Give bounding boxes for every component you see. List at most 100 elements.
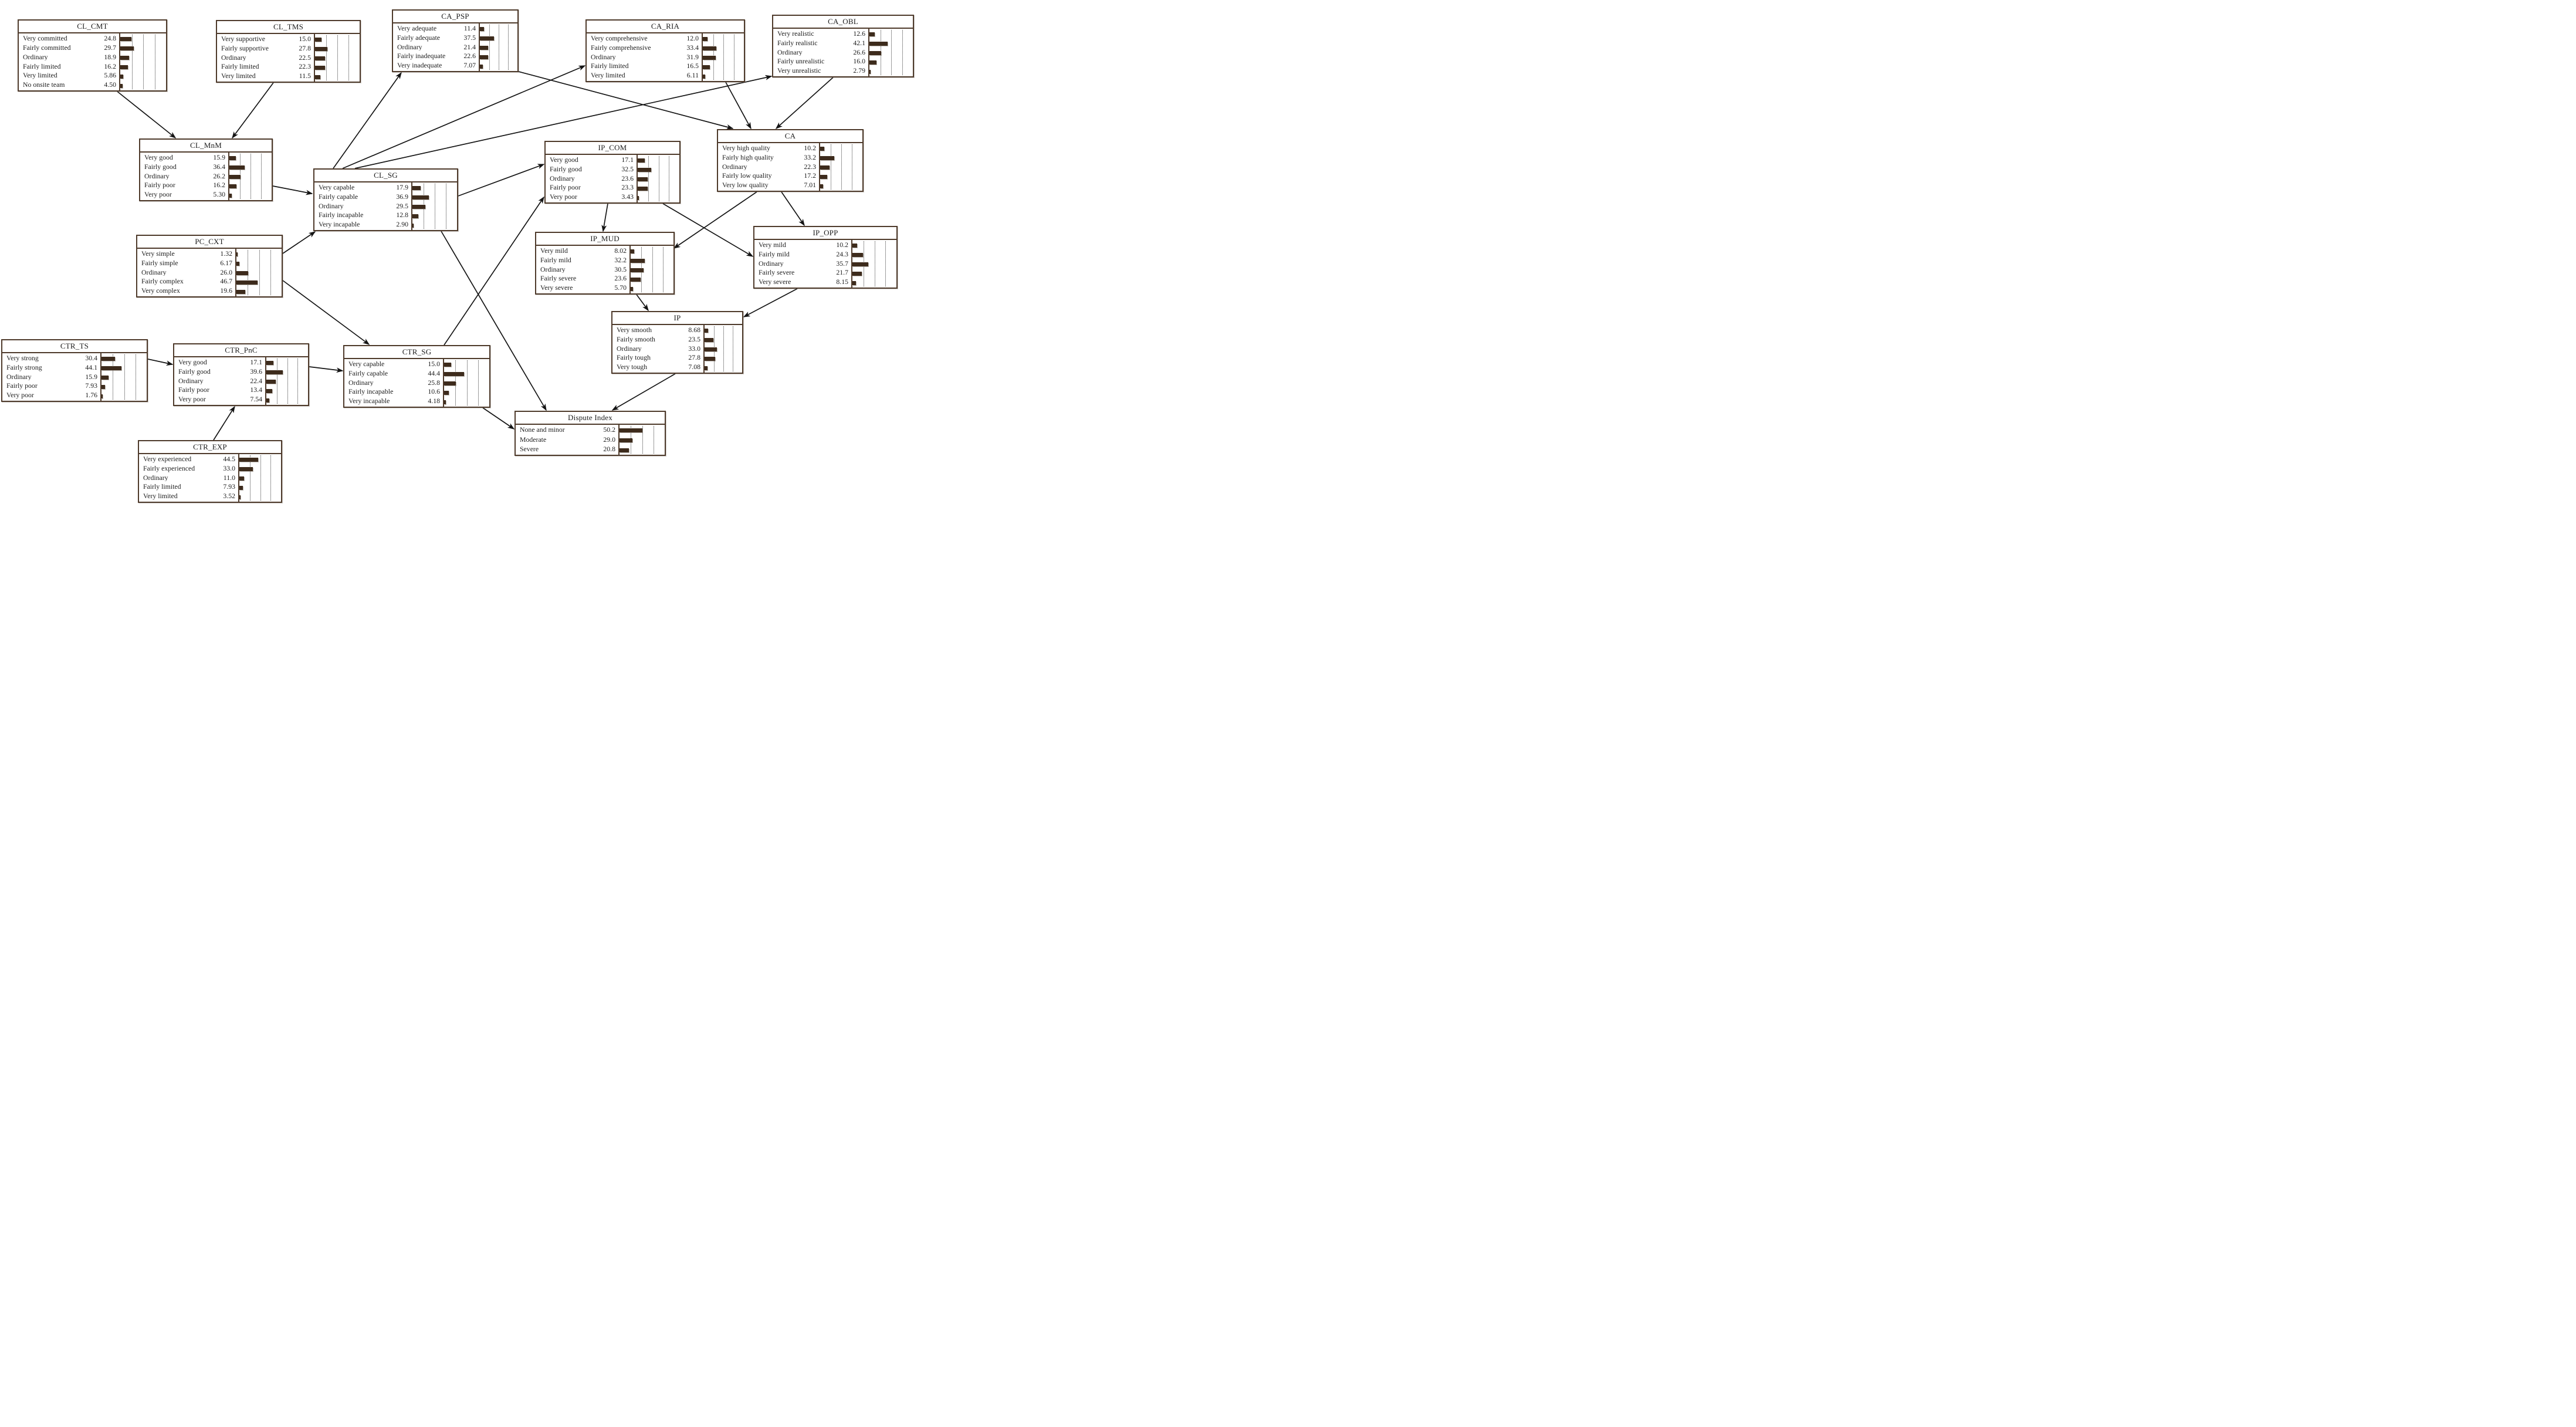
probability-bar-panel — [100, 353, 147, 401]
state-value: 12.6 — [853, 29, 865, 38]
state-value: 16.0 — [853, 57, 865, 66]
probability-bar — [120, 75, 123, 79]
state-value: 16.5 — [686, 62, 699, 70]
state-value: 37.5 — [463, 33, 476, 42]
probability-bar — [820, 147, 825, 151]
state-value: 17.1 — [621, 155, 634, 164]
probability-bar — [638, 158, 645, 163]
bar-gridline-25 — [326, 35, 327, 80]
state-label: Very comprehensive — [591, 35, 648, 42]
state-value: 36.4 — [213, 162, 225, 171]
state-label: Very supportive — [221, 36, 266, 43]
state-value: 15.9 — [85, 372, 97, 381]
probability-bar — [236, 252, 238, 256]
state-value: 17.2 — [804, 171, 816, 180]
state-value: 46.7 — [220, 277, 232, 286]
probability-bar — [229, 165, 245, 170]
probability-bar — [820, 184, 824, 188]
probability-bar-panel — [479, 23, 517, 71]
bar-gridline-25 — [648, 156, 649, 201]
edge-CA_RIA-to-CA — [725, 82, 752, 130]
state-value: 44.5 — [223, 455, 235, 463]
probability-bar — [101, 394, 103, 398]
state-value: 33.0 — [688, 344, 700, 353]
state-value: 1.76 — [85, 391, 97, 400]
edge-CA-to-IP_OPP — [781, 191, 805, 226]
node-title: CA_RIA — [587, 21, 744, 33]
probability-bar-panel — [235, 249, 282, 296]
state-value: 13.4 — [250, 386, 262, 394]
probability-bar — [236, 280, 258, 285]
node-title: CTR_TS — [2, 340, 147, 353]
probability-bar — [120, 65, 128, 69]
bar-gridline-50 — [124, 354, 125, 400]
state-label: Fairly experienced — [143, 465, 195, 472]
bar-gridline-75 — [662, 247, 664, 292]
state-label: Very poor — [178, 396, 206, 403]
node-title: CL_CMT — [19, 21, 166, 33]
probability-bar — [239, 458, 258, 462]
probability-bar — [480, 27, 485, 31]
probability-bar — [229, 194, 232, 198]
bar-gridline-75 — [261, 154, 262, 199]
probability-bar — [631, 278, 641, 282]
probability-bar — [315, 38, 322, 42]
node-title: IP_OPP — [754, 227, 896, 240]
state-value: 36.9 — [396, 192, 408, 201]
probability-bar — [705, 366, 708, 370]
state-label: Ordinary — [143, 474, 168, 482]
probability-bar — [239, 486, 243, 490]
state-label: Very smooth — [617, 327, 652, 334]
probability-bar — [229, 156, 236, 160]
probability-bar — [631, 268, 644, 272]
state-label: Ordinary — [23, 53, 48, 61]
state-value: 7.54 — [250, 395, 262, 404]
state-value: 22.3 — [299, 62, 311, 71]
edge-CL_TMS-to-CL_MnM — [232, 82, 274, 139]
state-label: Very good — [144, 154, 173, 161]
probability-bar — [869, 51, 881, 55]
probability-bar — [820, 175, 828, 179]
state-value: 30.5 — [614, 265, 627, 273]
